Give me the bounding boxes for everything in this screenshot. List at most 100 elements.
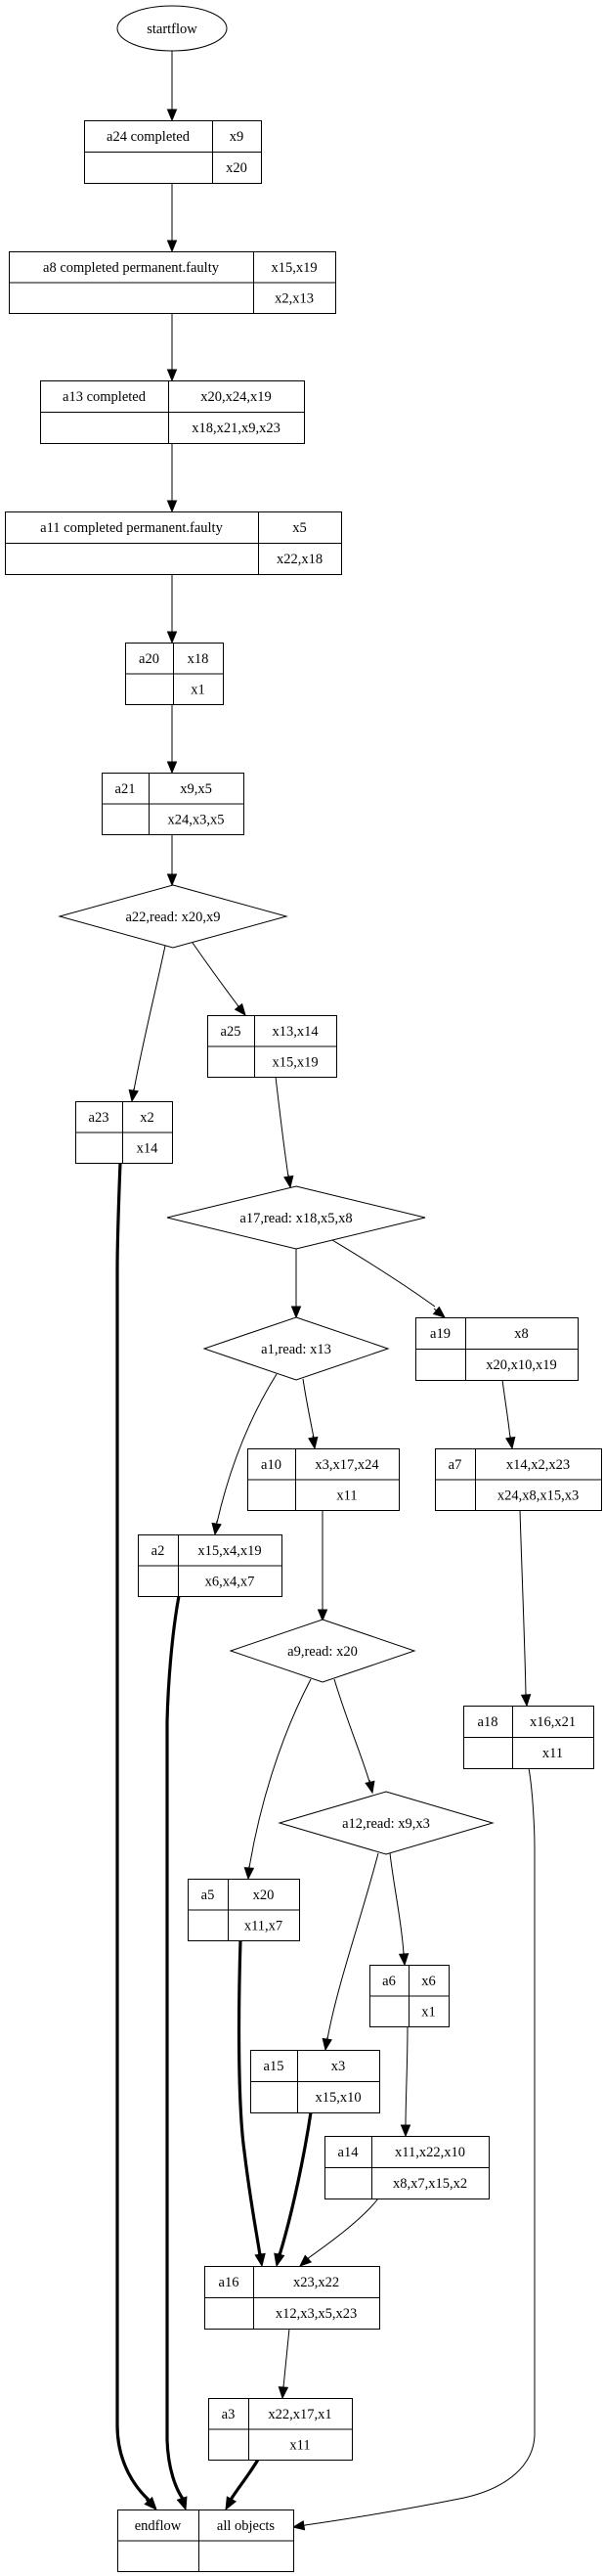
edge-line [216, 1373, 278, 1524]
arrowhead-icon [283, 1175, 294, 1189]
edge-line [192, 942, 239, 1007]
activity-variables-bottom: x12,x3,x5,x23 [276, 2306, 357, 2322]
decision-diamond [229, 1619, 416, 1683]
edge-a23-to-endflow[interactable] [115, 1162, 157, 2510]
edge-a9-to-a12[interactable] [333, 1678, 375, 1795]
arrowhead-icon [291, 2520, 306, 2531]
edge-a10-to-a9[interactable] [317, 1510, 328, 1622]
edge-a8-to-a13[interactable] [166, 313, 178, 382]
activity-variables-bottom: x8,x7,x15,x2 [393, 2176, 467, 2192]
edge-a7-to-a18[interactable] [519, 1509, 532, 1708]
edge-line [275, 1076, 289, 1177]
arrowhead-icon [166, 873, 178, 887]
edge-a6-to-a14[interactable] [400, 2025, 411, 2138]
edge-a25-to-a17[interactable] [275, 1076, 294, 1189]
activity-label: a6 [382, 1974, 396, 1989]
activity-label: a15 [264, 2059, 284, 2074]
arrowhead-icon [166, 240, 178, 253]
arrowhead-icon [317, 1609, 328, 1622]
decision-node-a9[interactable]: a9,read: x20 [229, 1619, 416, 1683]
edge-a2-to-endflow[interactable] [165, 1595, 188, 2511]
edge-a21-to-a22[interactable] [166, 834, 178, 887]
edge-a19-to-a7[interactable] [501, 1379, 516, 1450]
edge-line [115, 1162, 151, 2502]
edge-a17-to-a19[interactable] [331, 1239, 447, 1318]
edge-line [331, 1239, 436, 1308]
edge-startflow-to-a24[interactable] [166, 51, 178, 122]
edge-tail [307, 2257, 310, 2260]
edge-a5-to-a16[interactable] [237, 1939, 266, 2268]
decision-node-a17[interactable]: a17,read: x18,x5,x8 [166, 1185, 426, 1250]
activity-variables-top: x3 [331, 2059, 346, 2074]
activity-label: a10 [261, 1457, 281, 1473]
arrowhead-icon [166, 761, 178, 775]
activity-variables-bottom: x20,x10,x19 [486, 1357, 557, 1373]
edge-a12-to-a6[interactable] [389, 1852, 410, 1967]
edge-line [248, 1678, 312, 1869]
edge-a18-to-endflow[interactable] [291, 1767, 536, 2531]
edge-a11-to-a20[interactable] [166, 574, 178, 644]
decision-node-a22[interactable]: a22,read: x20,x9 [58, 884, 288, 949]
decision-node-a1[interactable]: a1,read: x13 [202, 1316, 390, 1381]
edge-a3-to-endflow[interactable] [225, 2459, 260, 2511]
edge-line [304, 1767, 536, 2526]
edge-a14-to-a16[interactable] [299, 2198, 379, 2267]
arrowhead-icon [322, 2037, 332, 2052]
activity-label: a18 [478, 1714, 498, 1730]
edge-a13-to-a11[interactable] [166, 443, 178, 513]
end-label: endflow [135, 2518, 182, 2534]
edge-a1-to-a2[interactable] [211, 1373, 278, 1536]
decision-diamond [202, 1316, 390, 1381]
activity-label: a14 [338, 2145, 360, 2160]
activity-label: a21 [115, 781, 136, 797]
edge-a12-to-a15[interactable] [322, 1852, 379, 2052]
activity-variables-top: x20 [253, 1888, 275, 1903]
activity-variables-bottom: x24,x3,x5 [168, 812, 225, 827]
edge-a16-to-a3[interactable] [278, 2328, 290, 2400]
end-node[interactable]: endflow all objects [117, 2509, 294, 2572]
activity-variables-top: x2 [140, 1110, 154, 1126]
edge-a22-to-a25[interactable] [192, 942, 246, 1017]
decision-node-a12[interactable]: a12,read: x9,x3 [278, 1791, 495, 1855]
edge-a20-to-a21[interactable] [166, 704, 178, 775]
activity-variables-top: x15,x4,x19 [197, 1543, 261, 1559]
end-objects-label: all objects [217, 2518, 276, 2534]
edge-line [326, 1852, 379, 2040]
activity-variables-bottom: x6,x4,x7 [205, 1574, 255, 1589]
activity-label: a13 completed [63, 389, 147, 405]
nodes-layer: startflow a24 completed x9 x20 a8 completed … [5, 5, 602, 2572]
arrowhead-icon [290, 1306, 302, 1319]
activity-label: a24 completed [107, 129, 191, 145]
edge-a1-to-a10[interactable] [302, 1378, 319, 1450]
arrowhead-icon [225, 2496, 237, 2511]
edge-a17-to-a1[interactable] [290, 1249, 302, 1319]
edge-a15-to-a16[interactable] [274, 2111, 313, 2268]
start-node[interactable]: startflow [116, 5, 228, 52]
edge-a9-to-a5[interactable] [243, 1678, 312, 1881]
arrowhead-icon [166, 631, 178, 644]
activity-variables-top: x22,x17,x1 [268, 2407, 331, 2422]
activity-variables-top: x9 [230, 129, 244, 145]
edge-a22-to-a23[interactable] [128, 945, 166, 1103]
edge-a24-to-a8[interactable] [166, 183, 178, 253]
